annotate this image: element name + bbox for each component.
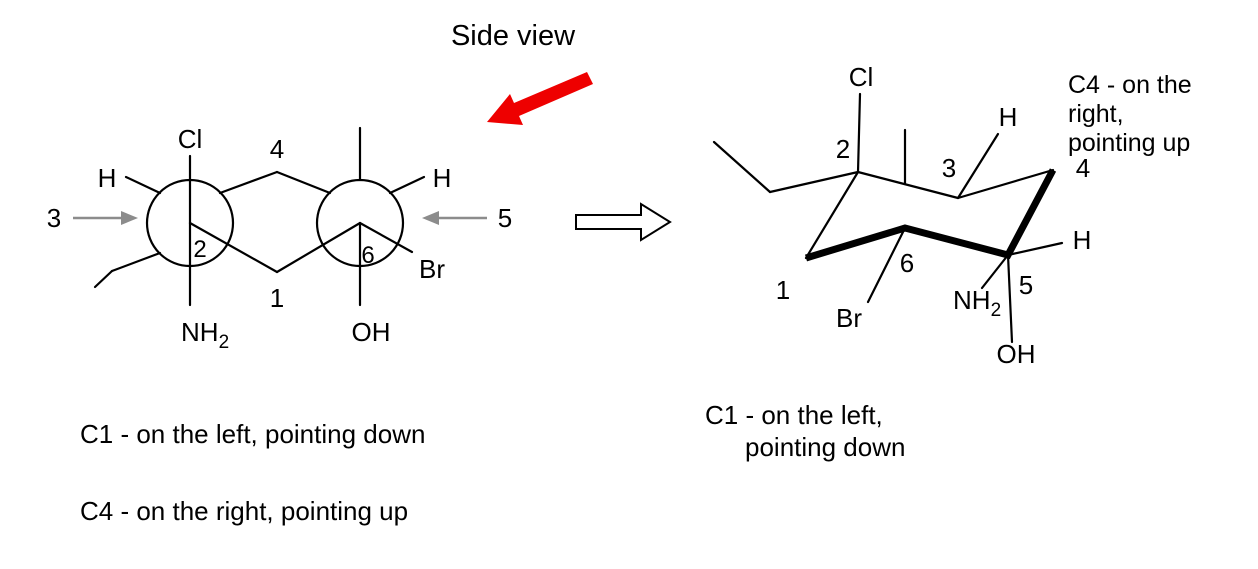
bond-ethyl-2	[712, 140, 772, 194]
bond-c3-h	[956, 132, 1000, 200]
note-c4-right-line2: right,	[1068, 100, 1124, 128]
bond-c3-c4	[956, 168, 1055, 200]
note-c4-right-line3: pointing up	[1068, 129, 1190, 157]
note-c4-bottom-left: C4 - on the right, pointing up	[80, 496, 408, 526]
bond-c6-br	[866, 226, 907, 304]
hydroxyl-label: OH	[997, 339, 1036, 369]
bond-c2-cl	[856, 92, 862, 174]
bond-c3-c4	[218, 170, 279, 195]
hydroxyl-label: OH	[352, 317, 391, 347]
bond-ethyl-1	[768, 170, 860, 194]
carbon-number-4: 4	[270, 134, 284, 164]
bromine-label: Br	[419, 254, 445, 284]
bond-c2-c1	[188, 221, 279, 274]
carbon-number-2: 2	[193, 236, 206, 263]
bond-c4-c5	[275, 170, 332, 195]
bond-oh	[1006, 253, 1014, 344]
note-c1-right-line1: C1 - on the left,	[705, 400, 883, 430]
bond-c1-c6	[275, 221, 362, 274]
bold-front-bonds	[804, 168, 1057, 262]
chlorine-label: Cl	[178, 124, 203, 154]
carbon-number-6: 6	[361, 242, 374, 269]
carbon-number-5: 5	[1019, 270, 1033, 300]
hydrogen-label-right: H	[433, 163, 452, 193]
bond-nh2	[980, 253, 1010, 290]
note-c4-right-line1: C4 - on the	[1068, 71, 1192, 99]
bond-c3-h	[124, 175, 162, 195]
hydrogen-label-left: H	[98, 163, 117, 193]
carbon-number-1: 1	[270, 283, 284, 313]
amine-label: NH2	[181, 317, 229, 353]
pointer-arrowhead-c3-icon	[121, 211, 138, 225]
carbon-number-1: 1	[776, 275, 790, 305]
annotations: C4 - on the right, pointing up C1 - on t…	[80, 71, 1192, 526]
bond-c5-h	[388, 175, 426, 195]
note-c1-right-line2: pointing down	[745, 432, 905, 462]
bond-c2-c3	[856, 170, 960, 200]
carbon-number-4: 4	[1076, 153, 1090, 183]
side-view-label: Side view	[451, 20, 576, 52]
carbon-number-3: 3	[47, 203, 61, 233]
carbon-number-3: 3	[942, 153, 956, 183]
carbon-number-6: 6	[900, 248, 914, 278]
hydrogen-label-right: H	[1073, 225, 1092, 255]
note-c1-bottom-left: C1 - on the left, pointing down	[80, 419, 425, 449]
carbon-number-5: 5	[498, 203, 512, 233]
hydrogen-label-top: H	[999, 102, 1018, 132]
bond-c6-br	[358, 221, 414, 254]
carbon-number-2: 2	[836, 134, 850, 164]
newman-projection: Cl H H 4 1 3 5 2 6 NH2 OH Br	[47, 124, 512, 353]
chlorine-label: Cl	[849, 62, 874, 92]
bond-ethyl-2	[93, 269, 114, 289]
pointer-arrowhead-c5-icon	[422, 211, 439, 225]
transform-arrow-icon	[575, 202, 672, 242]
side-view-arrow-icon	[487, 72, 593, 125]
bond-c5-h	[1006, 241, 1064, 257]
bromine-label: Br	[836, 303, 862, 333]
chair-conformation: Cl 2 3 H 4 1 6 5 Br NH2 H OH	[712, 62, 1092, 369]
bond-c1-c2	[804, 170, 860, 260]
bond-ethyl-1	[110, 251, 162, 273]
amine-label: NH2	[953, 285, 1001, 321]
